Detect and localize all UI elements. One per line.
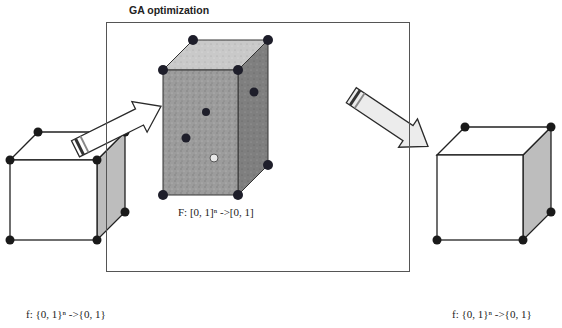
output-cube: [433, 123, 556, 245]
function-label: F: [0, 1]ⁿ ->[0, 1]: [178, 206, 254, 219]
continuous-cube: [158, 35, 273, 200]
block-arrow: [346, 88, 428, 148]
input-cube: [6, 128, 130, 245]
continuous-cube-node: F: [0, 1]ⁿ ->[0, 1]: [161, 36, 271, 221]
function-label: f: {0, 1}ⁿ ->{0, 1}: [26, 308, 106, 321]
function-label: f: {0, 1}ⁿ ->{0, 1}: [452, 308, 532, 321]
input-cube-node: f: {0, 1}ⁿ ->{0, 1}: [3, 125, 128, 323]
ga-frame: F: [0, 1]ⁿ ->[0, 1]GA optimization: [106, 22, 410, 272]
frame-title: GA optimization: [129, 4, 209, 17]
output-cube-node: f: {0, 1}ⁿ ->{0, 1}: [428, 120, 556, 323]
block-arrow: [72, 102, 162, 157]
